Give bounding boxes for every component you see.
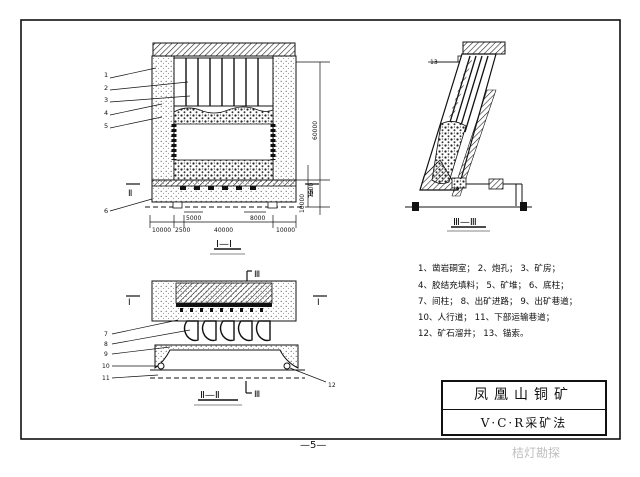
marker-section-3-top: Ⅲ bbox=[254, 270, 260, 280]
legend-line-3: 7、间柱； 8、出矿进路； 9、出矿巷道； bbox=[418, 297, 578, 307]
callout-13: 13 bbox=[430, 59, 438, 66]
callout-7: 7 bbox=[104, 331, 108, 338]
section-2-view bbox=[111, 270, 327, 406]
legend-line-1: 1、凿岩硐室； 2、炮孔； 3、矿房； bbox=[418, 264, 561, 274]
watermark: 桔灯勘探 bbox=[512, 446, 561, 460]
callout-6: 6 bbox=[104, 207, 108, 215]
marker-section-2-right: Ⅱ bbox=[309, 189, 313, 199]
dim-inner-a: 5000 bbox=[186, 215, 201, 222]
mining-method: V·C·R采矿法 bbox=[480, 416, 568, 430]
dim-left-pillar: 10000 bbox=[152, 227, 171, 234]
section-1-view bbox=[109, 42, 330, 255]
marker-section-2-left: Ⅱ bbox=[128, 189, 132, 199]
callout-8: 8 bbox=[104, 341, 108, 348]
caption-section-1: I—I bbox=[216, 239, 232, 250]
dim-sub-height-b: 10000 bbox=[299, 194, 306, 213]
legend-line-2: 4、胶结充填料； 5、矿堆； 6、底柱； bbox=[418, 281, 569, 291]
caption-section-2: Ⅱ—Ⅱ bbox=[200, 390, 220, 401]
callout-10: 10 bbox=[102, 363, 110, 370]
title-block: 凤凰山铜矿 V·C·R采矿法 bbox=[441, 380, 607, 436]
callout-3: 3 bbox=[104, 96, 108, 104]
dim-left-small: 2500 bbox=[175, 227, 190, 234]
callout-1: 1 bbox=[104, 71, 108, 79]
marker-section-1-right: Ⅰ bbox=[317, 298, 320, 308]
dim-inner-b: 8000 bbox=[250, 215, 265, 222]
dim-center-width: 40000 bbox=[214, 227, 233, 234]
section-3-view bbox=[405, 41, 532, 232]
marker-section-3-bottom: Ⅲ bbox=[254, 390, 260, 400]
sheet-border bbox=[20, 19, 621, 440]
legend-line-5: 12、矿石溜井； 13、锚索。 bbox=[418, 329, 529, 339]
marker-section-1-left: Ⅰ bbox=[128, 298, 131, 308]
dim-right-pillar: 10000 bbox=[276, 227, 295, 234]
caption-section-3: Ⅲ—Ⅲ bbox=[453, 217, 477, 228]
callout-12: 12 bbox=[328, 382, 336, 389]
dim-sub-height-a: 7500 bbox=[308, 183, 315, 198]
callout-4: 4 bbox=[104, 109, 108, 117]
callout-9: 9 bbox=[104, 351, 108, 358]
legend-line-4: 10、人行道； 11、下部运输巷道； bbox=[418, 313, 555, 323]
callout-5: 5 bbox=[104, 122, 108, 130]
drawing-title: 凤凰山铜矿 bbox=[443, 382, 605, 410]
callout-11: 11 bbox=[102, 375, 110, 382]
page-number: —5— bbox=[300, 440, 327, 451]
callout-2: 2 bbox=[104, 84, 108, 92]
dim-total-height: 60000 bbox=[312, 121, 319, 140]
